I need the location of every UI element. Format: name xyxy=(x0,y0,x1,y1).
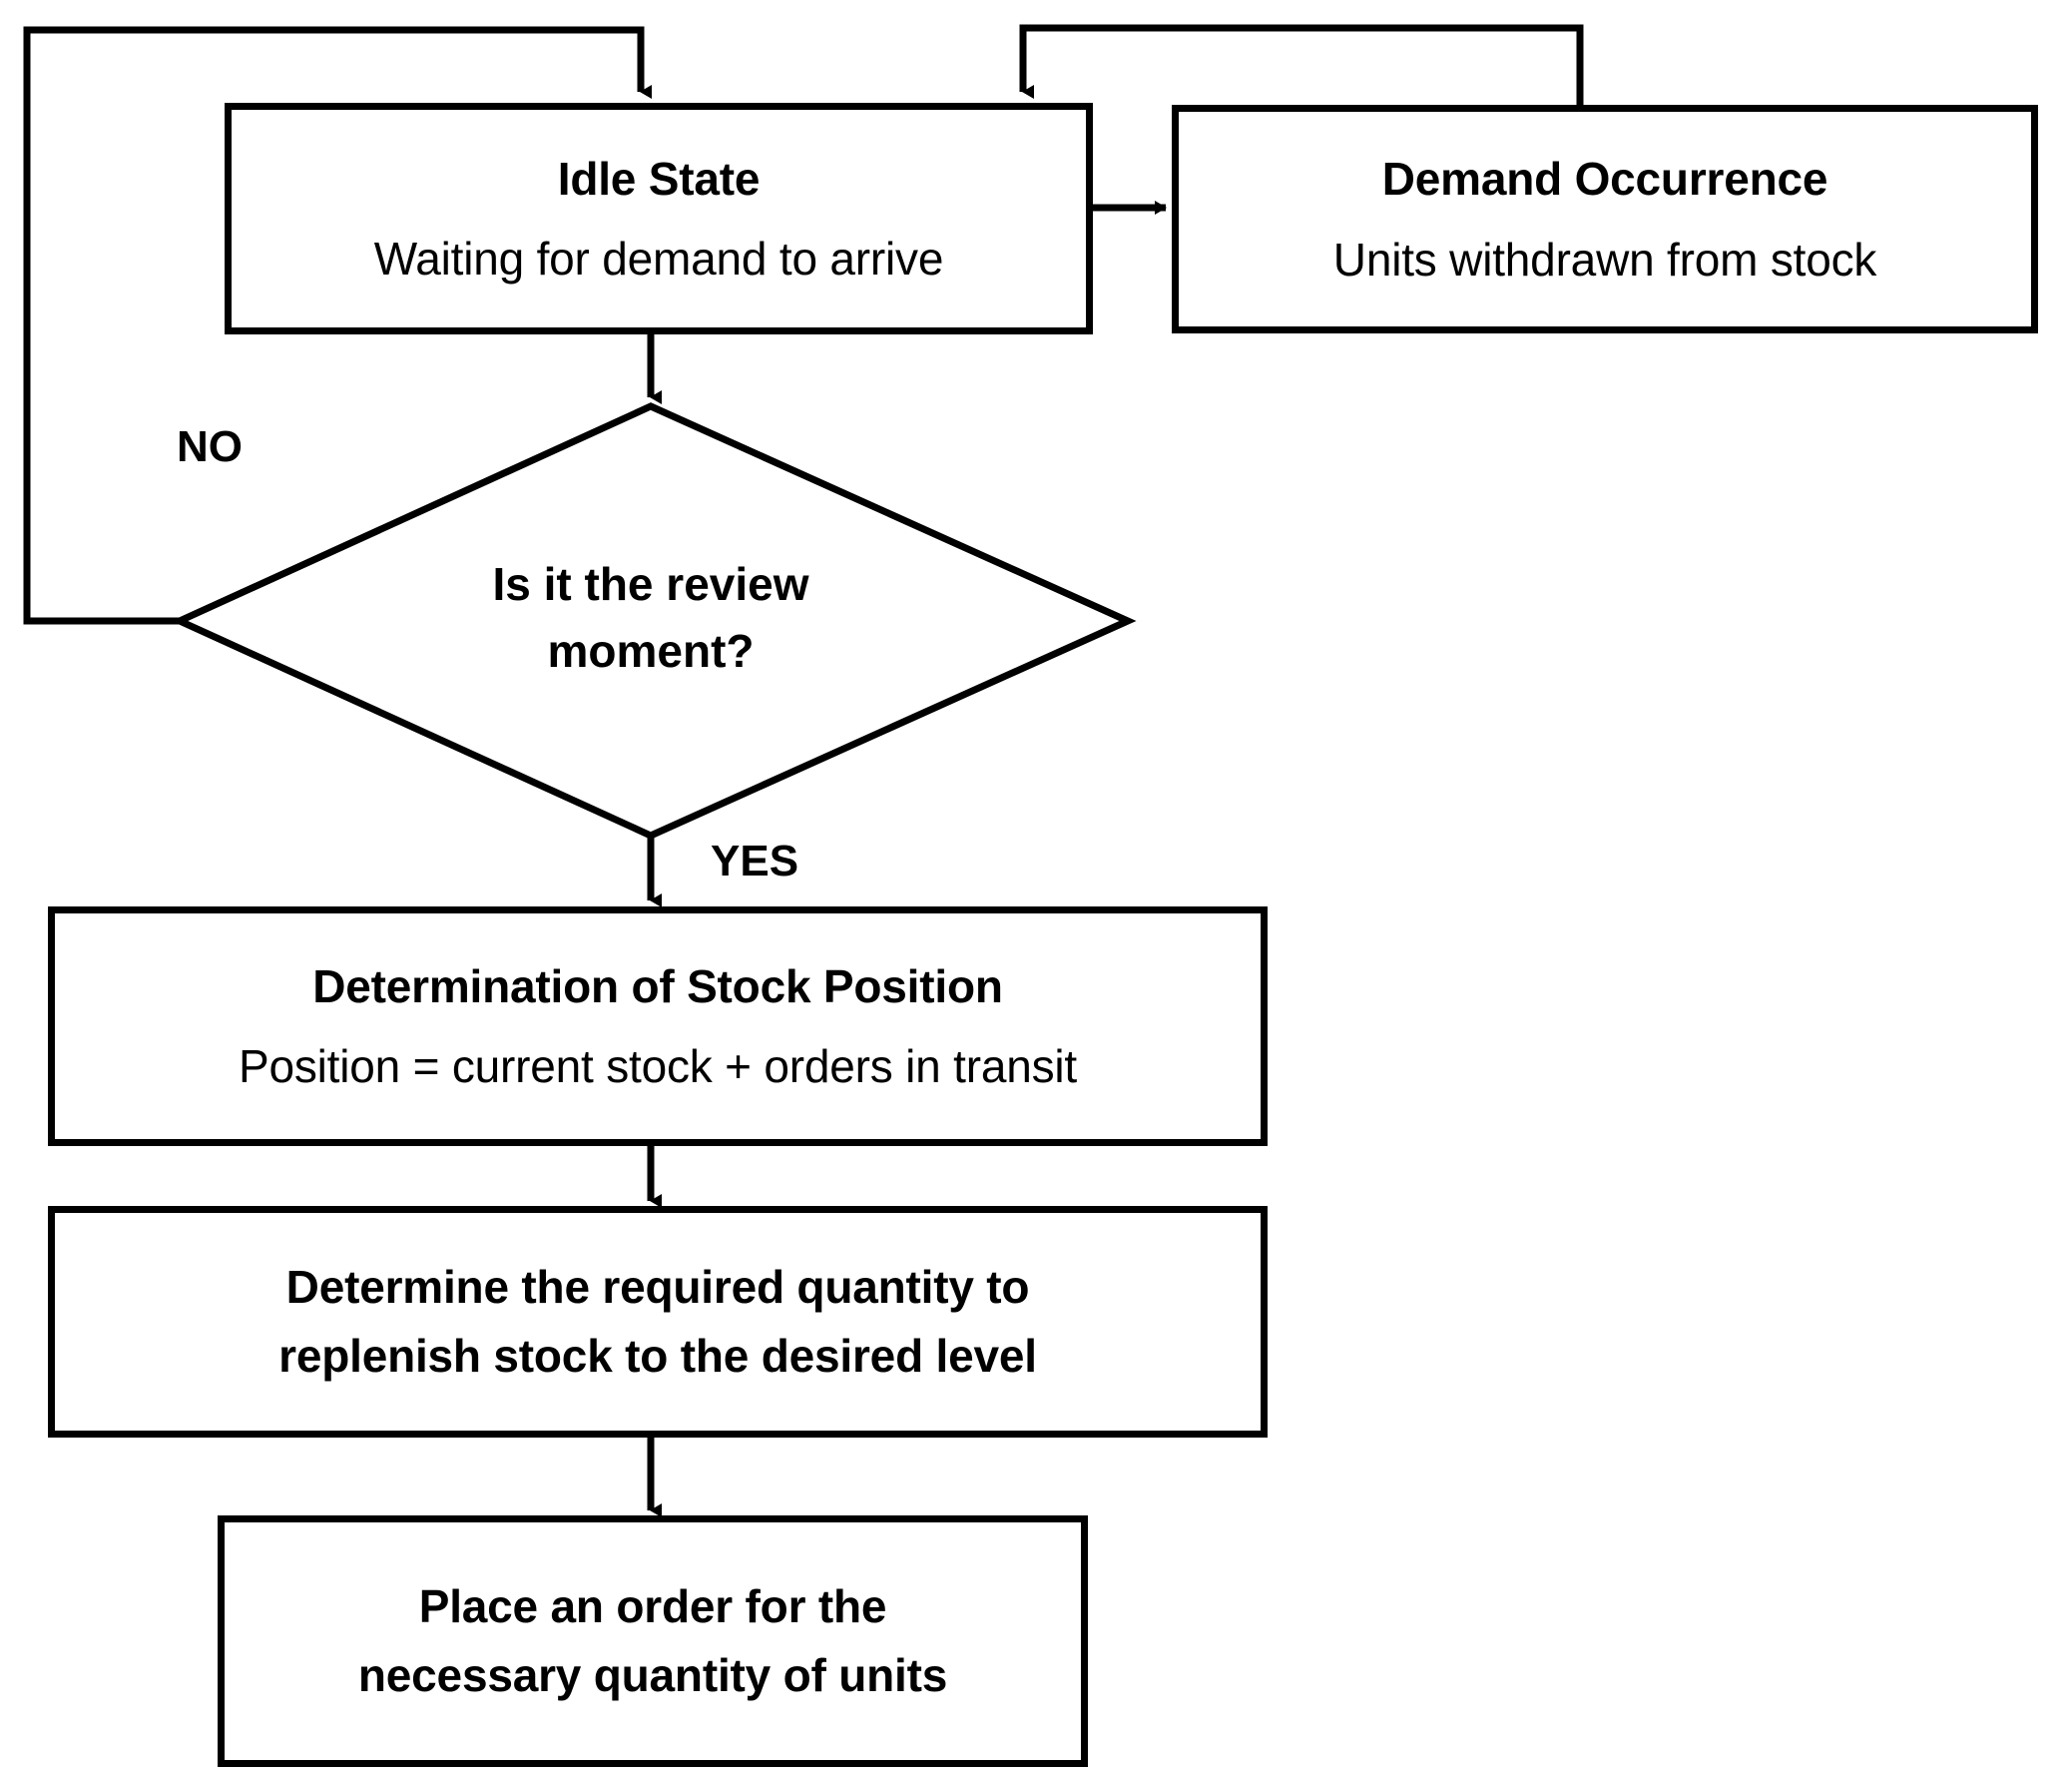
node-place-order-line1: Place an order for the xyxy=(418,1580,887,1632)
node-stock-position-subtitle: Position = current stock + orders in tra… xyxy=(238,1040,1078,1092)
node-idle-state-subtitle: Waiting for demand to arrive xyxy=(373,233,944,285)
node-demand-occurrence[interactable]: Demand Occurrence Units withdrawn from s… xyxy=(1172,105,2038,333)
edge-demand-to-idle xyxy=(1019,24,1584,105)
node-required-quantity-line2: replenish stock to the desired level xyxy=(278,1330,1037,1382)
node-review-decision-line2: moment? xyxy=(547,624,755,677)
node-place-order-line2: necessary quantity of units xyxy=(357,1649,948,1701)
node-idle-state[interactable]: Idle State Waiting for demand to arrive xyxy=(225,103,1093,334)
node-required-quantity[interactable]: Determine the required quantity to reple… xyxy=(48,1206,1268,1438)
node-review-decision-line1: Is it the review xyxy=(492,558,809,610)
edge-label-no: NO xyxy=(177,422,243,471)
node-review-decision[interactable]: Is it the review moment? xyxy=(351,551,950,684)
node-stock-position[interactable]: Determination of Stock Position Position… xyxy=(48,906,1268,1146)
node-stock-position-title: Determination of Stock Position xyxy=(312,959,1003,1012)
node-place-order[interactable]: Place an order for the necessary quantit… xyxy=(218,1515,1088,1767)
node-required-quantity-line1: Determine the required quantity to xyxy=(285,1261,1030,1313)
edge-label-yes: YES xyxy=(711,837,799,886)
node-demand-occurrence-subtitle: Units withdrawn from stock xyxy=(1332,233,1877,286)
node-idle-state-title: Idle State xyxy=(557,152,761,205)
node-demand-occurrence-title: Demand Occurrence xyxy=(1381,153,1828,206)
